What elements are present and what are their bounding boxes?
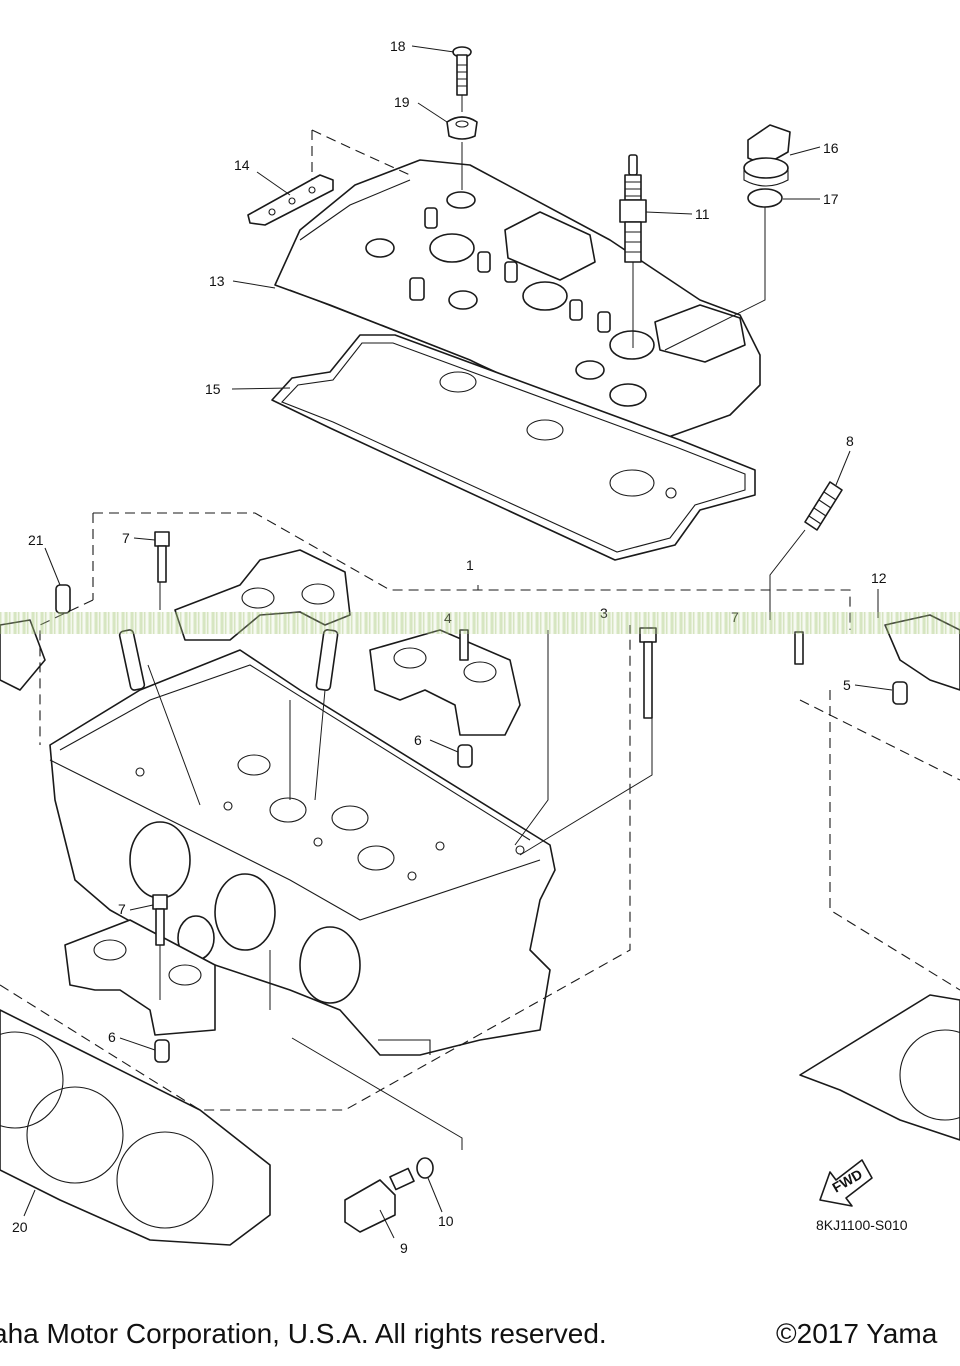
cover-dash-outline — [311, 129, 411, 180]
oil-filler-cap — [743, 124, 791, 187]
cylinder-head-gasket — [0, 1009, 271, 1246]
leader-lines — [23, 45, 893, 1239]
oil-pipe-left — [118, 629, 146, 691]
cylinder-head-gasket-right — [799, 994, 960, 1141]
callout-17: 17 — [823, 191, 839, 207]
callout-5: 5 — [843, 677, 851, 693]
head-cover-gasket — [271, 334, 756, 561]
copyright-text-right: ©2017 Yama — [776, 1318, 938, 1349]
callout-16: 16 — [823, 140, 839, 156]
temperature-sensor — [344, 1167, 415, 1233]
callout-7-lower: 7 — [118, 901, 126, 917]
bolt-7-center — [639, 627, 657, 719]
camshaft-cap-lower — [64, 919, 216, 1036]
callout-9: 9 — [400, 1240, 408, 1256]
callout-6-upper: 6 — [414, 732, 422, 748]
callout-6-lower: 6 — [108, 1029, 116, 1045]
stud-2 — [794, 631, 804, 665]
bolt-7-lower — [152, 894, 168, 946]
dowel-pin-6-lower — [154, 1039, 170, 1063]
gasket-dash-outline — [0, 625, 631, 1111]
bolt-18 — [452, 46, 472, 96]
grommet-19 — [446, 116, 478, 140]
callout-15: 15 — [205, 381, 221, 397]
cylinder-head — [49, 649, 556, 1056]
bolt-7-upper — [154, 531, 170, 583]
o-ring-17 — [747, 188, 783, 208]
callout-13: 13 — [209, 273, 225, 289]
callout-10: 10 — [438, 1213, 454, 1229]
dowel-pin-21 — [55, 584, 71, 614]
scan-artifact-band — [0, 612, 960, 634]
copyright-text-left: aha Motor Corporation, U.S.A. All rights… — [0, 1318, 607, 1349]
callout-14: 14 — [234, 157, 250, 173]
spark-plug — [619, 154, 647, 263]
callout-8: 8 — [846, 433, 854, 449]
stud-bolt — [804, 481, 843, 531]
bracket — [247, 174, 334, 226]
callout-11: 11 — [695, 206, 710, 222]
callout-21: 21 — [28, 532, 44, 548]
callout-1: 1 — [466, 557, 474, 573]
drawing-code: 8KJ1100-S010 — [816, 1217, 908, 1233]
fwd-arrow-icon: FWD — [819, 1159, 873, 1207]
cylinder-head-cover — [274, 159, 761, 451]
callout-19: 19 — [394, 94, 410, 110]
oil-pipe-right — [315, 629, 339, 691]
callout-12: 12 — [871, 570, 887, 586]
callout-labels: 18 19 16 14 17 11 13 15 8 7 21 1 12 4 3 … — [12, 38, 908, 1256]
bolt-4 — [459, 629, 469, 661]
dowel-pin-5 — [892, 681, 908, 705]
dowel-pin-6-upper — [457, 744, 473, 768]
camshaft-cap-right — [369, 629, 521, 736]
gasket-10 — [416, 1157, 434, 1179]
callout-20: 20 — [12, 1219, 28, 1235]
callout-7-upper: 7 — [122, 530, 130, 546]
callout-18: 18 — [390, 38, 406, 54]
